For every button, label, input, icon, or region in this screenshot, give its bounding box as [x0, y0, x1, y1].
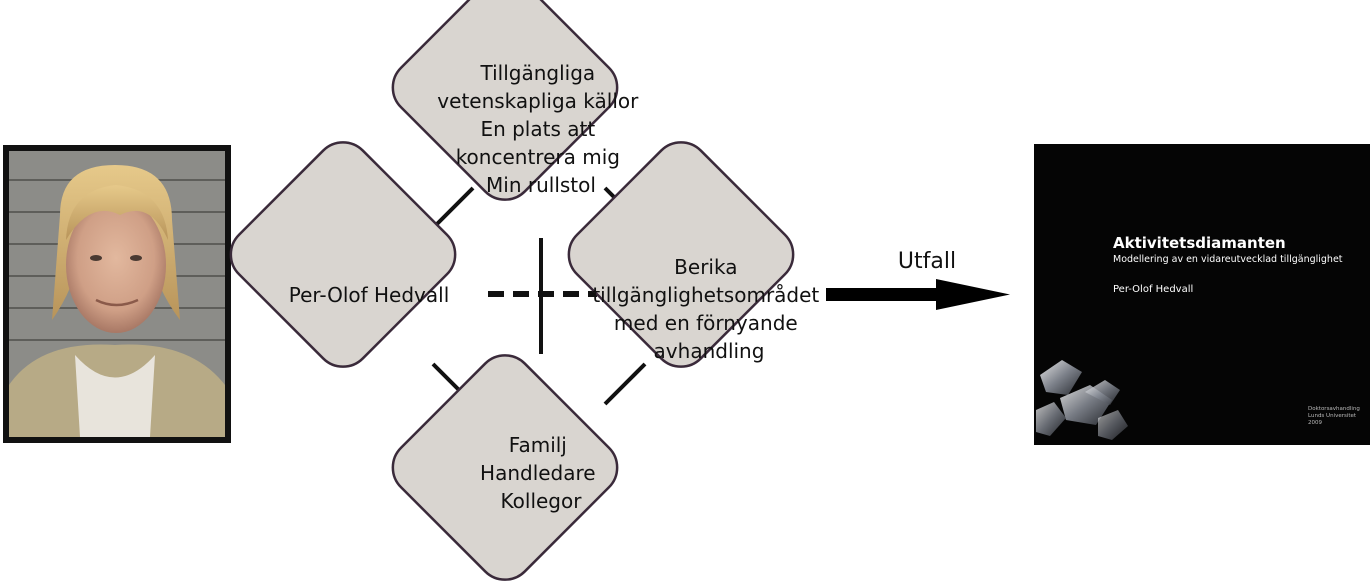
right-node-line: Berika — [674, 255, 737, 279]
right-node-line: avhandling — [654, 339, 765, 363]
diamond-bottom — [391, 354, 619, 581]
bottom-node-line: Familj — [509, 433, 567, 457]
top-node-line: En plats att — [480, 117, 595, 141]
diamond-top — [391, 0, 619, 201]
slide-footer: Doktorsavhandling Lunds Universitet 2009 — [1308, 406, 1362, 426]
slide-title: Aktivitetsdiamanten — [1113, 234, 1286, 252]
right-node-line: tillgänglighetsområdet — [592, 283, 819, 307]
bottom-node-text: Familj Handledare Kollegor — [480, 433, 602, 513]
bottom-node-line: Kollegor — [501, 489, 583, 513]
diamond-right — [567, 141, 795, 368]
top-node-line: Min rullstol — [486, 173, 596, 197]
slide-author: Per-Olof Hedvall — [1113, 284, 1193, 295]
right-node-text: Berika tillgänglighetsområdet med en för… — [592, 255, 825, 363]
top-node-text: Tillgängliga vetenskapliga källor En pla… — [437, 61, 644, 197]
top-node-line: koncentrera mig — [456, 145, 620, 169]
thesis-slide: Aktivitetsdiamanten Modellering av en vi… — [1034, 144, 1370, 445]
bottom-node-line: Handledare — [480, 461, 596, 485]
portrait-photo — [3, 145, 231, 443]
diamond-left — [229, 141, 457, 368]
left-node-text: Per-Olof Hedvall — [289, 283, 450, 307]
arrow-label: Utfall — [898, 249, 956, 274]
slide-subtitle: Modellering av en vidareutvecklad tillgä… — [1113, 254, 1343, 265]
outcome-arrow — [826, 279, 1010, 310]
diamonds-image — [1036, 360, 1128, 440]
top-node-line: vetenskapliga källor — [437, 89, 639, 113]
right-node-line: med en förnyande — [614, 311, 798, 335]
top-node-line: Tillgängliga — [479, 61, 595, 85]
left-node-line: Per-Olof Hedvall — [289, 283, 450, 307]
